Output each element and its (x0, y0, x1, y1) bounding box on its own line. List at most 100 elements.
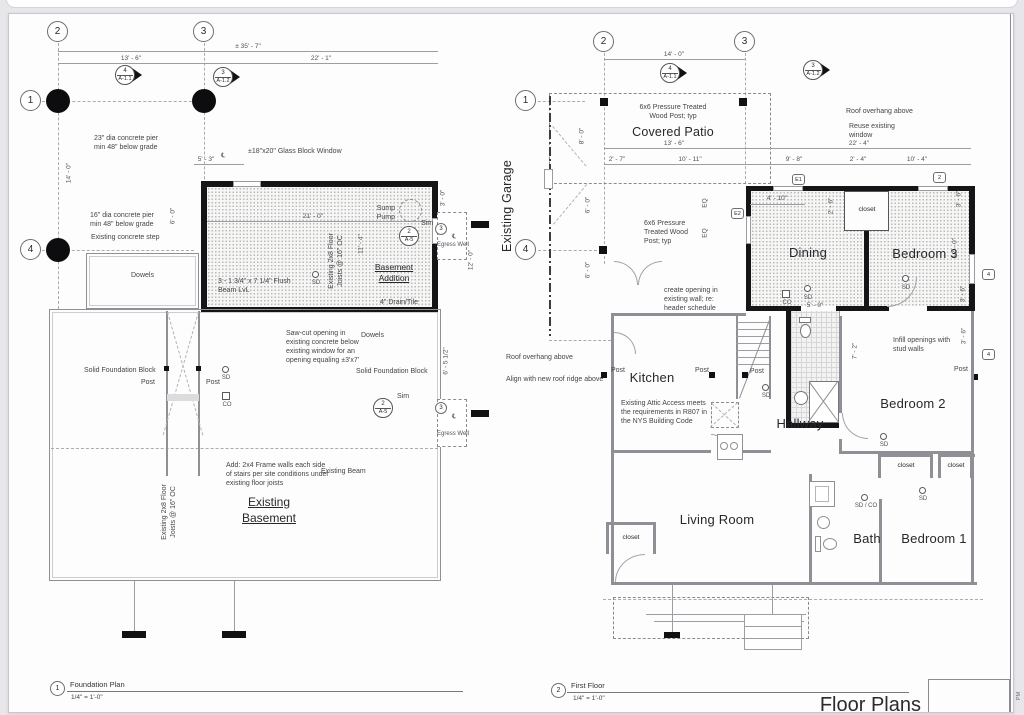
porch-step (654, 621, 804, 622)
room-bedroom1: Bedroom 1 (901, 531, 967, 546)
post-label: Post (750, 368, 765, 375)
note-attic-access: Existing Attic Access meets the requirem… (621, 400, 707, 426)
room-bath: Bath (853, 531, 881, 546)
door-opening (801, 306, 836, 311)
dim-v6: 6' - 0" (584, 196, 592, 214)
grid-line (42, 250, 194, 251)
dim-line (194, 164, 244, 165)
detail-number: 4 (117, 68, 133, 77)
wall (201, 307, 438, 313)
post-label: Post (954, 366, 969, 373)
dim-egress-top: 3' - 0" (439, 189, 447, 207)
bath-tile-floor (791, 311, 839, 428)
post-square (742, 372, 748, 378)
note-dowels: Dowels (361, 332, 384, 339)
room-basement-addition: Basement Addition (374, 262, 414, 284)
note-post-typ: 6x6 Pressure Treated Wood Post; typ (639, 104, 707, 121)
concrete-pier (46, 89, 70, 113)
closet-wall (606, 522, 656, 525)
note-existing-beam: Existing Beam (321, 468, 366, 475)
detail-sheet: A-1.1 (118, 76, 132, 83)
dim-eq: EQ (701, 198, 709, 208)
smoke-detector-icon (762, 384, 769, 391)
sim-label: Sim (421, 220, 434, 227)
wall-existing (611, 582, 977, 585)
rear-steps (744, 614, 802, 650)
detail-number: 3 (215, 70, 231, 79)
egress-well-box (437, 399, 467, 447)
door-swing (615, 554, 645, 582)
window (969, 254, 975, 284)
sd-label: SD (311, 280, 321, 286)
window (746, 216, 751, 244)
closet-label: closet (622, 534, 640, 541)
note-sump: Sump Pump (376, 205, 395, 222)
note-foundation-block: Solid Foundation Block (84, 367, 156, 374)
co-label: CO (782, 300, 792, 306)
dim-v8: 8' - 0" (578, 127, 586, 145)
detail-number: 2 (401, 229, 417, 238)
stair-rail (198, 311, 200, 476)
dim-din-win: 4' - 10" (766, 195, 788, 202)
pier-bar (122, 631, 146, 638)
closet-wall (878, 454, 881, 478)
grid-bubble-4: 4 (20, 239, 41, 260)
note-glass-block: ±18"x20" Glass Block Window (248, 148, 342, 155)
window-marker-label: 3 (439, 405, 443, 411)
grid-bubble-label: 2 (54, 26, 61, 37)
dim-bath-v: 7' - 2" (851, 342, 859, 360)
detail-number: 2 (375, 401, 391, 410)
room-living: Living Room (679, 512, 755, 527)
dim-eq: EQ (701, 228, 709, 238)
window-marker-4: 4 (982, 269, 995, 280)
post-square (164, 366, 169, 371)
toilet-bowl (823, 538, 837, 550)
concrete-pier (46, 238, 70, 262)
porch-outline (613, 597, 809, 639)
dim-overall: ± 35' - 7" (235, 43, 261, 50)
room-hallway: Hallway (776, 416, 824, 431)
wall-existing (611, 313, 614, 585)
dim-line (207, 221, 431, 222)
post-label: Post (695, 367, 710, 374)
wall-existing (839, 316, 842, 451)
grid-bubble-1: 1 (515, 90, 536, 111)
closet-wall (938, 454, 941, 478)
detail-sheet: A-5 (378, 409, 388, 416)
pier-bar (471, 221, 489, 228)
wall-existing (879, 499, 882, 582)
burner-icon (720, 442, 728, 450)
egress-well-label: Egress Well (437, 431, 469, 437)
closet-wall (930, 454, 933, 478)
wood-post (739, 98, 747, 106)
door-swing (638, 261, 662, 285)
toilet-bowl (800, 324, 811, 338)
closet-wall (606, 522, 609, 554)
toilet-tank (799, 317, 811, 323)
callout-num: 2 (556, 687, 561, 694)
note-drain: 4" Drain/Tile (380, 299, 419, 306)
smoke-detector-icon (222, 366, 229, 373)
dim-p2: 10' - 11" (678, 156, 702, 163)
door-opening (839, 413, 842, 439)
addition-floor (207, 187, 432, 309)
grid-bubble-label: 3 (200, 26, 207, 37)
note-infill: Infill openings with stud walls (893, 337, 951, 354)
toilet-tank (815, 536, 821, 552)
dim-step-v: 6' - 0" (169, 207, 177, 225)
wood-post (600, 98, 608, 106)
room-existing-garage: Existing Garage (500, 160, 514, 252)
room-covered-patio: Covered Patio (632, 125, 714, 139)
smoke-detector-icon (919, 487, 926, 494)
stair-rail (166, 311, 168, 476)
dim-line (604, 164, 971, 165)
grid-bubble-4: 4 (515, 239, 536, 260)
grid-bubble-label: 1 (522, 95, 529, 106)
room-bedroom2: Bedroom 2 (880, 396, 946, 411)
bath-cabinet (809, 481, 835, 507)
